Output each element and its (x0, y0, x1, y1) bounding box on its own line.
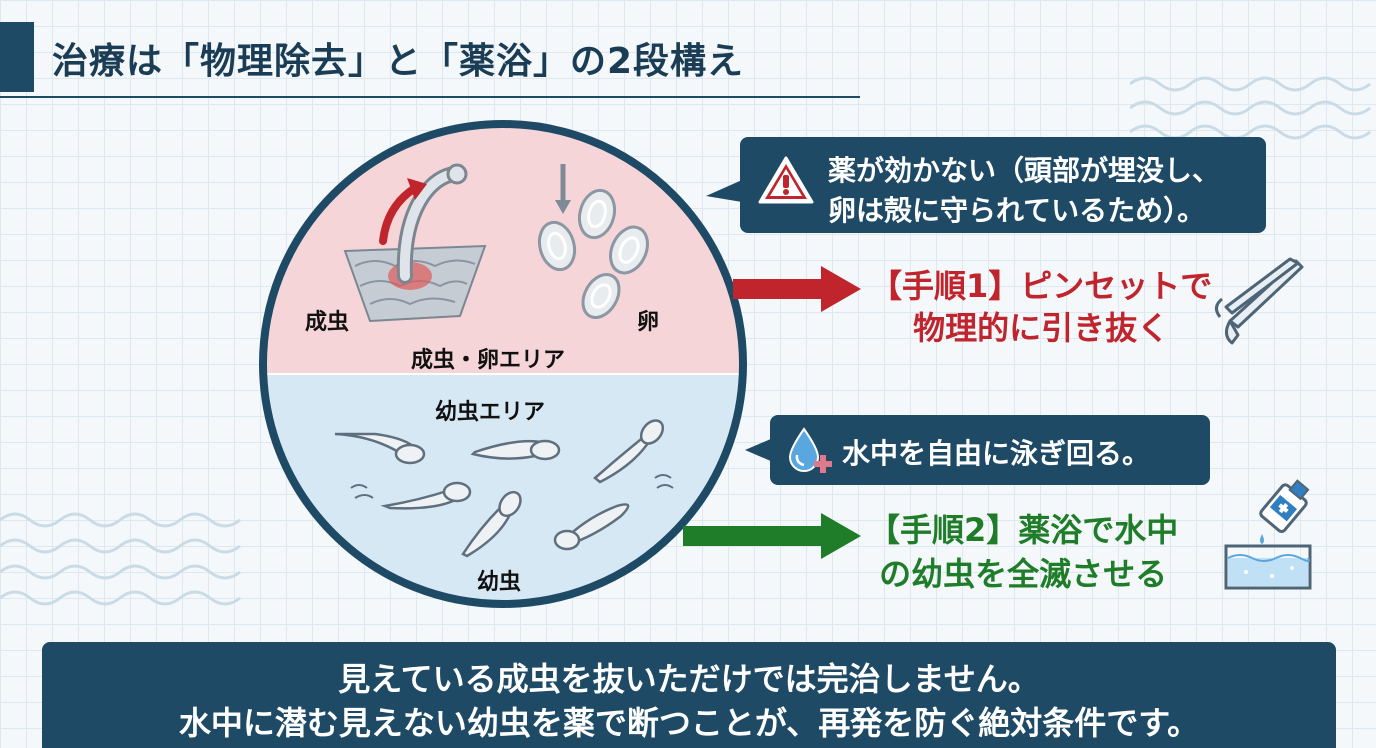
circle-border (259, 120, 747, 608)
step2-arrow (683, 513, 861, 559)
medicine-bottle-water-icon (1224, 479, 1312, 590)
step1-line1: 【手順1】ピンセットで (870, 267, 1213, 305)
larva-label: 幼虫 (477, 570, 522, 595)
water-drop-plus-icon (788, 427, 832, 473)
water-motion-lines (350, 474, 674, 499)
summary-box: 見えている成虫を抜いただけでは完治しません。 水中に潜む見えない幼虫を薬で断つこ… (42, 642, 1336, 748)
pull-out-arrow-icon (379, 178, 427, 245)
callout-water: 水中を自由に泳ぎ回る。 (770, 415, 1210, 485)
callout-water-tail (745, 438, 773, 462)
step1-line2: 物理的に引き抜く (913, 309, 1170, 347)
habitat-circle-diagram: 成虫 卵 成虫・卵エリア 幼虫エリア 幼虫 (255, 116, 751, 612)
water-callout-text: 水中を自由に泳ぎ回る。 (842, 437, 1151, 470)
egg-label: 卵 (637, 310, 660, 335)
step1-text: 【手順1】ピンセットで 物理的に引き抜く (870, 265, 1212, 349)
warning-text-line1: 薬が効かない（頭部が埋没し、 (828, 154, 1221, 187)
warning-text-line2: 卵は殻に守られているため）。 (828, 194, 1206, 227)
callout-warning: 薬が効かない（頭部が埋没し、 卵は殻に守られているため）。 (740, 137, 1266, 233)
step1-arrow (733, 266, 861, 312)
step2-text: 【手順2】薬浴で水中 の幼虫を全滅させる (868, 508, 1178, 596)
circle-svg (259, 120, 747, 608)
tweezers-icon (1215, 257, 1304, 345)
larvae-group-icon (334, 419, 665, 558)
summary-line2: 水中に潜む見えない幼虫を薬で断つことが、再発を防ぐ絶対条件です。 (178, 704, 1200, 742)
adult-egg-area-label: 成虫・卵エリア (411, 348, 566, 373)
step2-line1: 【手順2】薬浴で水中 (868, 511, 1179, 549)
step2-line2: の幼虫を全滅させる (879, 555, 1168, 593)
callout-warning-tail (706, 180, 742, 202)
title-bar: 治療は「物理除去」と「薬浴」の2段構え (0, 18, 860, 98)
adult-label: 成虫 (305, 310, 350, 335)
warning-icon (758, 156, 814, 204)
title-accent (0, 22, 34, 92)
egg-cluster-icon (537, 164, 649, 319)
wave-decoration-bottom-left (0, 512, 241, 606)
adult-parasite-icon (343, 163, 487, 323)
page-title: 治療は「物理除去」と「薬浴」の2段構え (52, 41, 745, 82)
wave-decoration-top-right (1130, 76, 1371, 140)
summary-line1: 見えている成虫を抜いただけでは完治しません。 (338, 660, 1040, 698)
larva-area-label: 幼虫エリア (435, 400, 546, 425)
